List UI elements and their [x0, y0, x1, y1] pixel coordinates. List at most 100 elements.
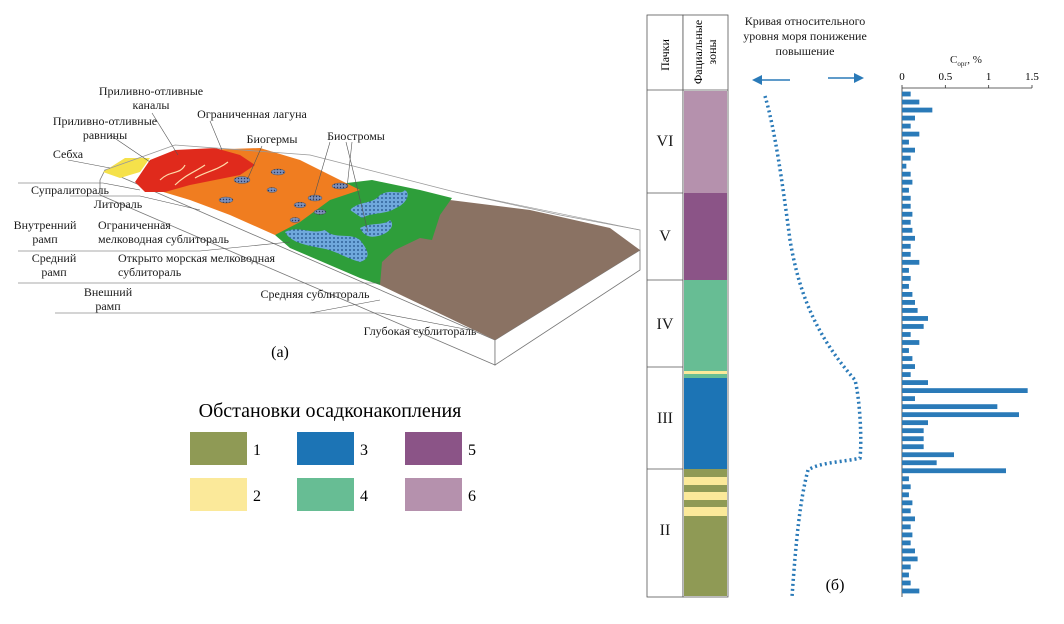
sea-level-curve	[763, 95, 863, 598]
label-outer-ramp-2: рамп	[95, 299, 121, 313]
corg-bar	[902, 99, 920, 105]
pack-iii: III	[657, 410, 673, 427]
panel-a-label: (a)	[271, 344, 289, 361]
corg-bar	[902, 508, 911, 514]
corg-bars	[902, 91, 1028, 594]
legend-title: Обстановки осадконакопления	[199, 400, 462, 422]
corg-bar	[902, 179, 913, 185]
label-leaders	[67, 112, 369, 233]
pack-column	[646, 14, 684, 598]
facies-ii-f	[684, 507, 727, 516]
facies-iii-yellow	[684, 371, 727, 374]
facies-vi	[684, 91, 727, 193]
corg-bar	[902, 372, 911, 377]
legend-label-6: 6	[468, 488, 476, 505]
facies-ii-a	[684, 469, 727, 477]
stratigraphic-column	[646, 14, 729, 598]
deep-sublittoral-surface	[380, 200, 640, 340]
corg-bar	[902, 356, 913, 361]
legend-label-5: 5	[468, 442, 476, 459]
corg-bar	[902, 195, 911, 201]
label-tidal-plains-1: Приливно-отливные	[53, 114, 157, 128]
label-supralittoral: Супралитораль	[31, 183, 109, 197]
corg-bar	[902, 564, 911, 570]
corg-bar	[902, 139, 909, 145]
corg-bar	[902, 332, 911, 337]
facies-ii-e	[684, 500, 727, 507]
pack-v: V	[659, 228, 671, 245]
corg-bar	[902, 588, 920, 594]
corg-bar	[902, 292, 913, 297]
sabkha-surface	[103, 158, 150, 178]
header-packs: Пачки	[658, 39, 672, 71]
curve-header-1: Кривая относительного	[745, 14, 865, 28]
corg-bar	[902, 115, 915, 121]
arrow-fall-icon	[752, 75, 790, 85]
corg-bar	[902, 500, 913, 506]
corg-bar	[902, 251, 911, 257]
corg-bar	[902, 275, 911, 281]
label-biostromes: Биостромы	[327, 129, 385, 143]
label-open-marine-1: Открыто морская мелководная	[118, 251, 276, 265]
corg-bar	[902, 308, 918, 313]
label-inner-ramp-1: Внутренний	[14, 218, 77, 232]
legend-swatch-5	[405, 432, 462, 465]
header-facies-2: зоны	[705, 39, 719, 64]
corg-bar	[902, 348, 909, 353]
curve-header-3: повышение	[776, 44, 835, 58]
facies-v	[684, 193, 727, 280]
corg-bar	[902, 492, 909, 498]
facies-iii	[684, 378, 727, 469]
corg-tick-label: 0.5	[938, 71, 952, 83]
corg-bar	[902, 524, 911, 530]
header-facies-1: Фациальные	[691, 20, 705, 84]
corg-bar	[902, 428, 924, 434]
block-right-face	[494, 249, 641, 366]
corg-bar	[902, 404, 998, 410]
corg-bar	[902, 468, 1006, 474]
facies-ii-g	[684, 516, 727, 596]
facies-ii-c	[684, 485, 727, 492]
corg-tick-label: 0	[899, 71, 905, 83]
corg-bar	[902, 580, 911, 586]
corg-bar	[902, 436, 924, 442]
label-sabkha: Себха	[53, 147, 84, 161]
label-deep-sublittoral: Глубокая сублитораль	[364, 324, 477, 338]
facies-iv	[684, 280, 727, 367]
corg-bar	[902, 203, 911, 209]
legend-label-2: 2	[253, 488, 261, 505]
corg-bar	[902, 243, 911, 249]
label-tidal-channels-1: Приливно-отливные	[99, 84, 203, 98]
corg-bar	[902, 548, 915, 554]
corg-bar	[902, 219, 911, 225]
legend-label-1: 1	[253, 442, 261, 459]
corg-bar	[902, 211, 913, 217]
tidal-zone-surface	[135, 148, 255, 192]
corg-bar	[902, 452, 954, 458]
corg-bar	[902, 516, 915, 522]
corg-bar	[902, 91, 911, 97]
pack-vi: VI	[657, 133, 674, 150]
corg-bar	[902, 300, 915, 305]
corg-bar	[902, 484, 911, 490]
block-back-edge	[454, 191, 641, 231]
corg-axis-title: Cорг, %	[950, 54, 982, 68]
zone-boundary-lines	[18, 182, 471, 331]
corg-bar	[902, 572, 909, 578]
corg-bar	[902, 283, 909, 289]
corg-bar	[902, 476, 909, 482]
corg-bar	[902, 187, 909, 193]
curve-header-2: уровня моря понижение	[743, 29, 867, 43]
corg-bar	[902, 147, 915, 153]
facies-iii-stripe-2	[684, 374, 727, 378]
corg-bar	[902, 171, 911, 177]
bioherm-mounds	[218, 168, 349, 223]
biostrome-shoals	[285, 190, 408, 262]
corg-bar	[902, 131, 920, 137]
label-middle-ramp-1: Средний	[32, 251, 77, 265]
corg-bar	[902, 420, 928, 426]
corg-bar	[902, 163, 907, 169]
